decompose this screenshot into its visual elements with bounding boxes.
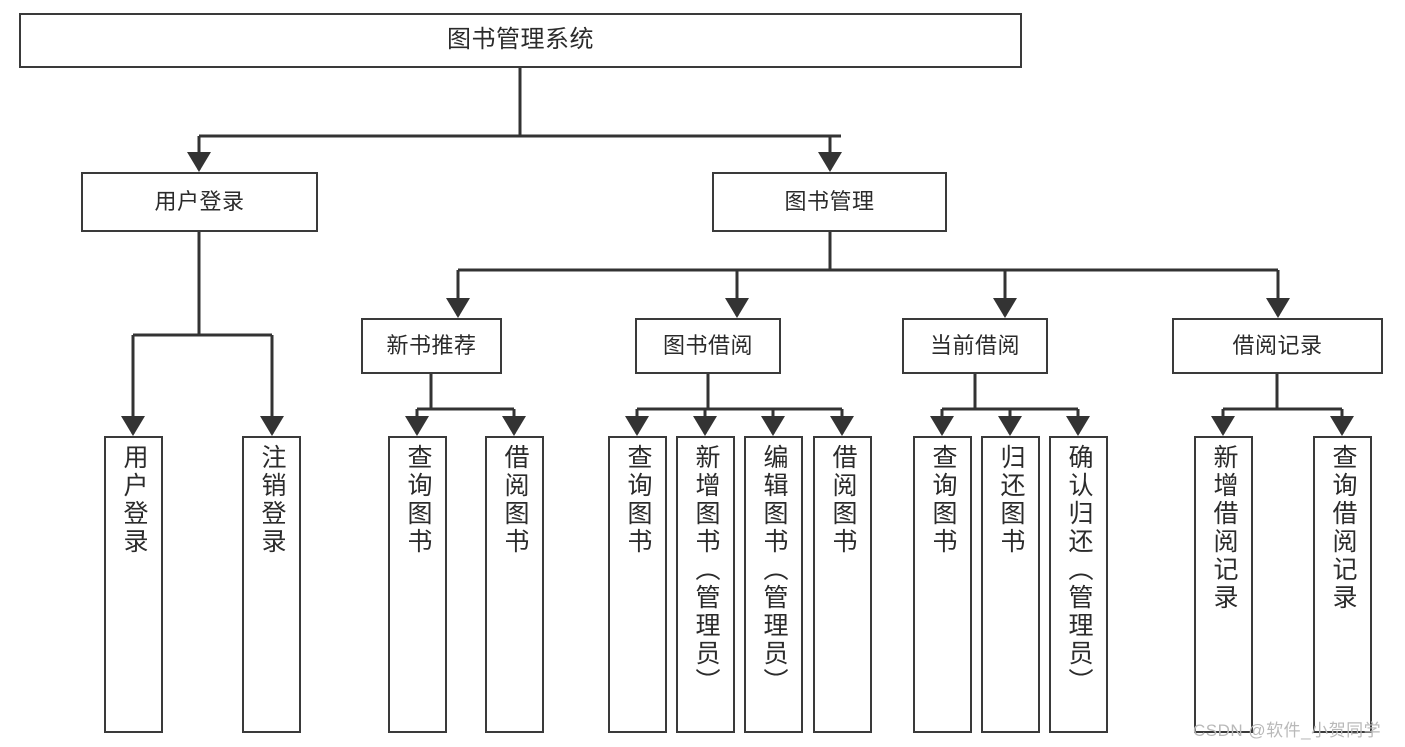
node-leaf-confirm-return[interactable]: 确认归还（管理员） bbox=[1049, 436, 1108, 733]
node-leaf-add-record[interactable]: 新增借阅记录 bbox=[1194, 436, 1253, 733]
csdn-watermark: CSDN @软件_小贺同学 bbox=[1193, 721, 1382, 740]
node-leaf-edit-book-label: 编辑图书（管理员） bbox=[760, 444, 788, 696]
node-root[interactable]: 图书管理系统 bbox=[19, 13, 1022, 68]
node-root-label: 图书管理系统 bbox=[447, 26, 594, 54]
node-leaf-query-book-1[interactable]: 查询图书 bbox=[388, 436, 447, 733]
node-leaf-query-record-label: 查询借阅记录 bbox=[1329, 444, 1357, 612]
node-leaf-borrow-book-2[interactable]: 借阅图书 bbox=[813, 436, 872, 733]
node-new-book-rec-label: 新书推荐 bbox=[386, 333, 477, 359]
node-leaf-query-book-3[interactable]: 查询图书 bbox=[913, 436, 972, 733]
node-current-borrow-label: 当前借阅 bbox=[929, 333, 1020, 359]
node-leaf-logout[interactable]: 注销登录 bbox=[242, 436, 301, 733]
node-leaf-add-book-label: 新增图书（管理员） bbox=[692, 444, 720, 696]
node-leaf-logout-label: 注销登录 bbox=[258, 444, 286, 556]
node-book-manage[interactable]: 图书管理 bbox=[712, 172, 947, 232]
node-borrow-record-label: 借阅记录 bbox=[1232, 333, 1323, 359]
node-leaf-borrow-book-1-label: 借阅图书 bbox=[501, 444, 529, 556]
node-leaf-add-book[interactable]: 新增图书（管理员） bbox=[676, 436, 735, 733]
node-leaf-query-record[interactable]: 查询借阅记录 bbox=[1313, 436, 1372, 733]
node-borrow-record[interactable]: 借阅记录 bbox=[1172, 318, 1383, 374]
node-leaf-confirm-return-label: 确认归还（管理员） bbox=[1065, 444, 1093, 696]
node-user-login[interactable]: 用户登录 bbox=[81, 172, 318, 232]
node-leaf-borrow-book-1[interactable]: 借阅图书 bbox=[485, 436, 544, 733]
node-leaf-edit-book[interactable]: 编辑图书（管理员） bbox=[744, 436, 803, 733]
node-leaf-add-record-label: 新增借阅记录 bbox=[1210, 444, 1238, 612]
node-book-manage-label: 图书管理 bbox=[784, 189, 875, 215]
node-leaf-user-login-label: 用户登录 bbox=[120, 444, 148, 556]
node-current-borrow[interactable]: 当前借阅 bbox=[902, 318, 1048, 374]
node-leaf-user-login[interactable]: 用户登录 bbox=[104, 436, 163, 733]
node-leaf-return-book-label: 归还图书 bbox=[997, 444, 1025, 556]
node-new-book-rec[interactable]: 新书推荐 bbox=[361, 318, 502, 374]
node-leaf-query-book-1-label: 查询图书 bbox=[404, 444, 432, 556]
node-leaf-query-book-2[interactable]: 查询图书 bbox=[608, 436, 667, 733]
node-leaf-query-book-3-label: 查询图书 bbox=[929, 444, 957, 556]
node-leaf-borrow-book-2-label: 借阅图书 bbox=[829, 444, 857, 556]
node-book-borrow[interactable]: 图书借阅 bbox=[635, 318, 781, 374]
node-user-login-label: 用户登录 bbox=[154, 189, 245, 215]
node-leaf-return-book[interactable]: 归还图书 bbox=[981, 436, 1040, 733]
node-book-borrow-label: 图书借阅 bbox=[662, 333, 753, 359]
node-leaf-query-book-2-label: 查询图书 bbox=[624, 444, 652, 556]
